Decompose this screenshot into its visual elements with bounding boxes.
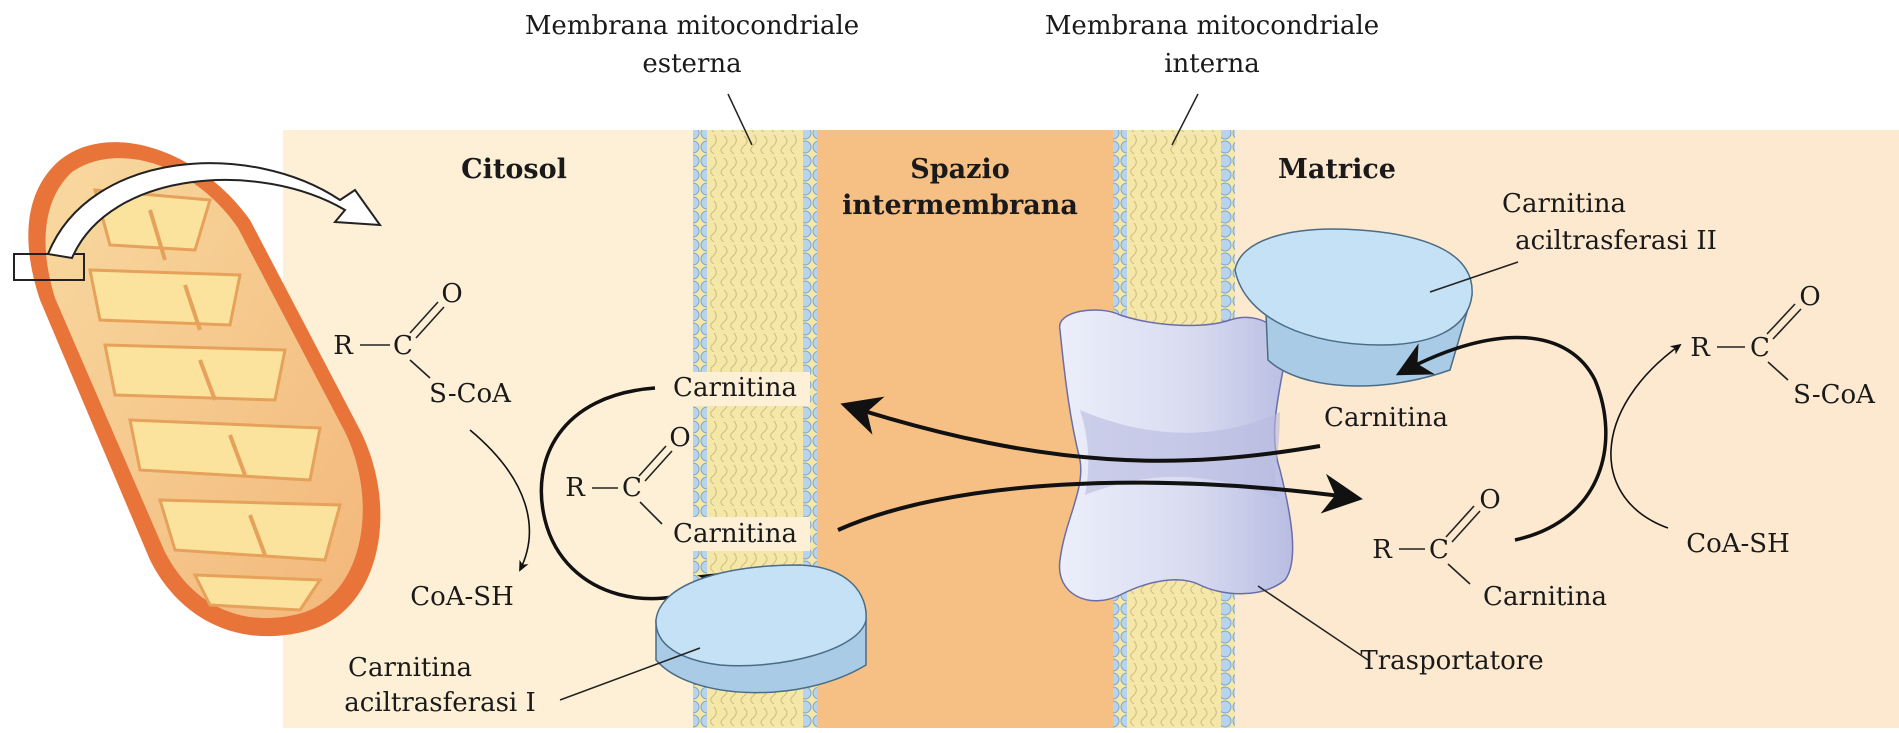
svg-text:O: O [669,423,690,453]
outer-membrane-label-1: Membrana mitocondriale [525,11,859,41]
carnitina-matrix: Carnitina [1324,403,1448,433]
cat2-label-2: aciltrasferasi II [1515,226,1717,256]
svg-text:Carnitina: Carnitina [1483,582,1607,612]
coa-sh-cytosol: CoA-SH [410,582,514,612]
svg-text:Carnitina: Carnitina [673,519,797,549]
svg-text:R: R [333,331,354,361]
svg-text:C: C [393,331,413,361]
inner-membrane-label-2: interna [1164,49,1260,79]
intermembrane-label-1: Spazio [910,154,1009,185]
svg-text:O: O [1799,282,1820,312]
svg-text:R: R [565,473,586,503]
cat1-enzyme [656,565,866,693]
inner-membrane-label-1: Membrana mitocondriale [1045,11,1379,41]
coa-sh-matrix: CoA-SH [1686,529,1790,559]
svg-text:O: O [441,279,462,309]
outer-membrane-label-2: esterna [642,49,741,79]
svg-text:S-CoA: S-CoA [1793,380,1876,410]
svg-text:R: R [1372,535,1393,565]
svg-text:S-CoA: S-CoA [429,379,512,409]
transporter-label: Trasportatore [1360,646,1543,676]
cat2-label-1: Carnitina [1502,189,1626,219]
cat2-enzyme [1235,229,1472,386]
svg-text:C: C [1750,333,1770,363]
carnitina-cytosol-top: Carnitina [673,373,797,403]
svg-text:C: C [622,473,642,503]
intermembrane-label-2: intermembrana [842,190,1078,221]
cytosol-label: Citosol [461,154,567,185]
svg-text:C: C [1429,535,1449,565]
svg-text:O: O [1479,485,1500,515]
svg-text:R: R [1690,333,1711,363]
cat1-label-2: aciltrasferasi I [344,688,536,718]
cat1-label-1: Carnitina [348,653,472,683]
matrix-label: Matrice [1278,154,1396,185]
